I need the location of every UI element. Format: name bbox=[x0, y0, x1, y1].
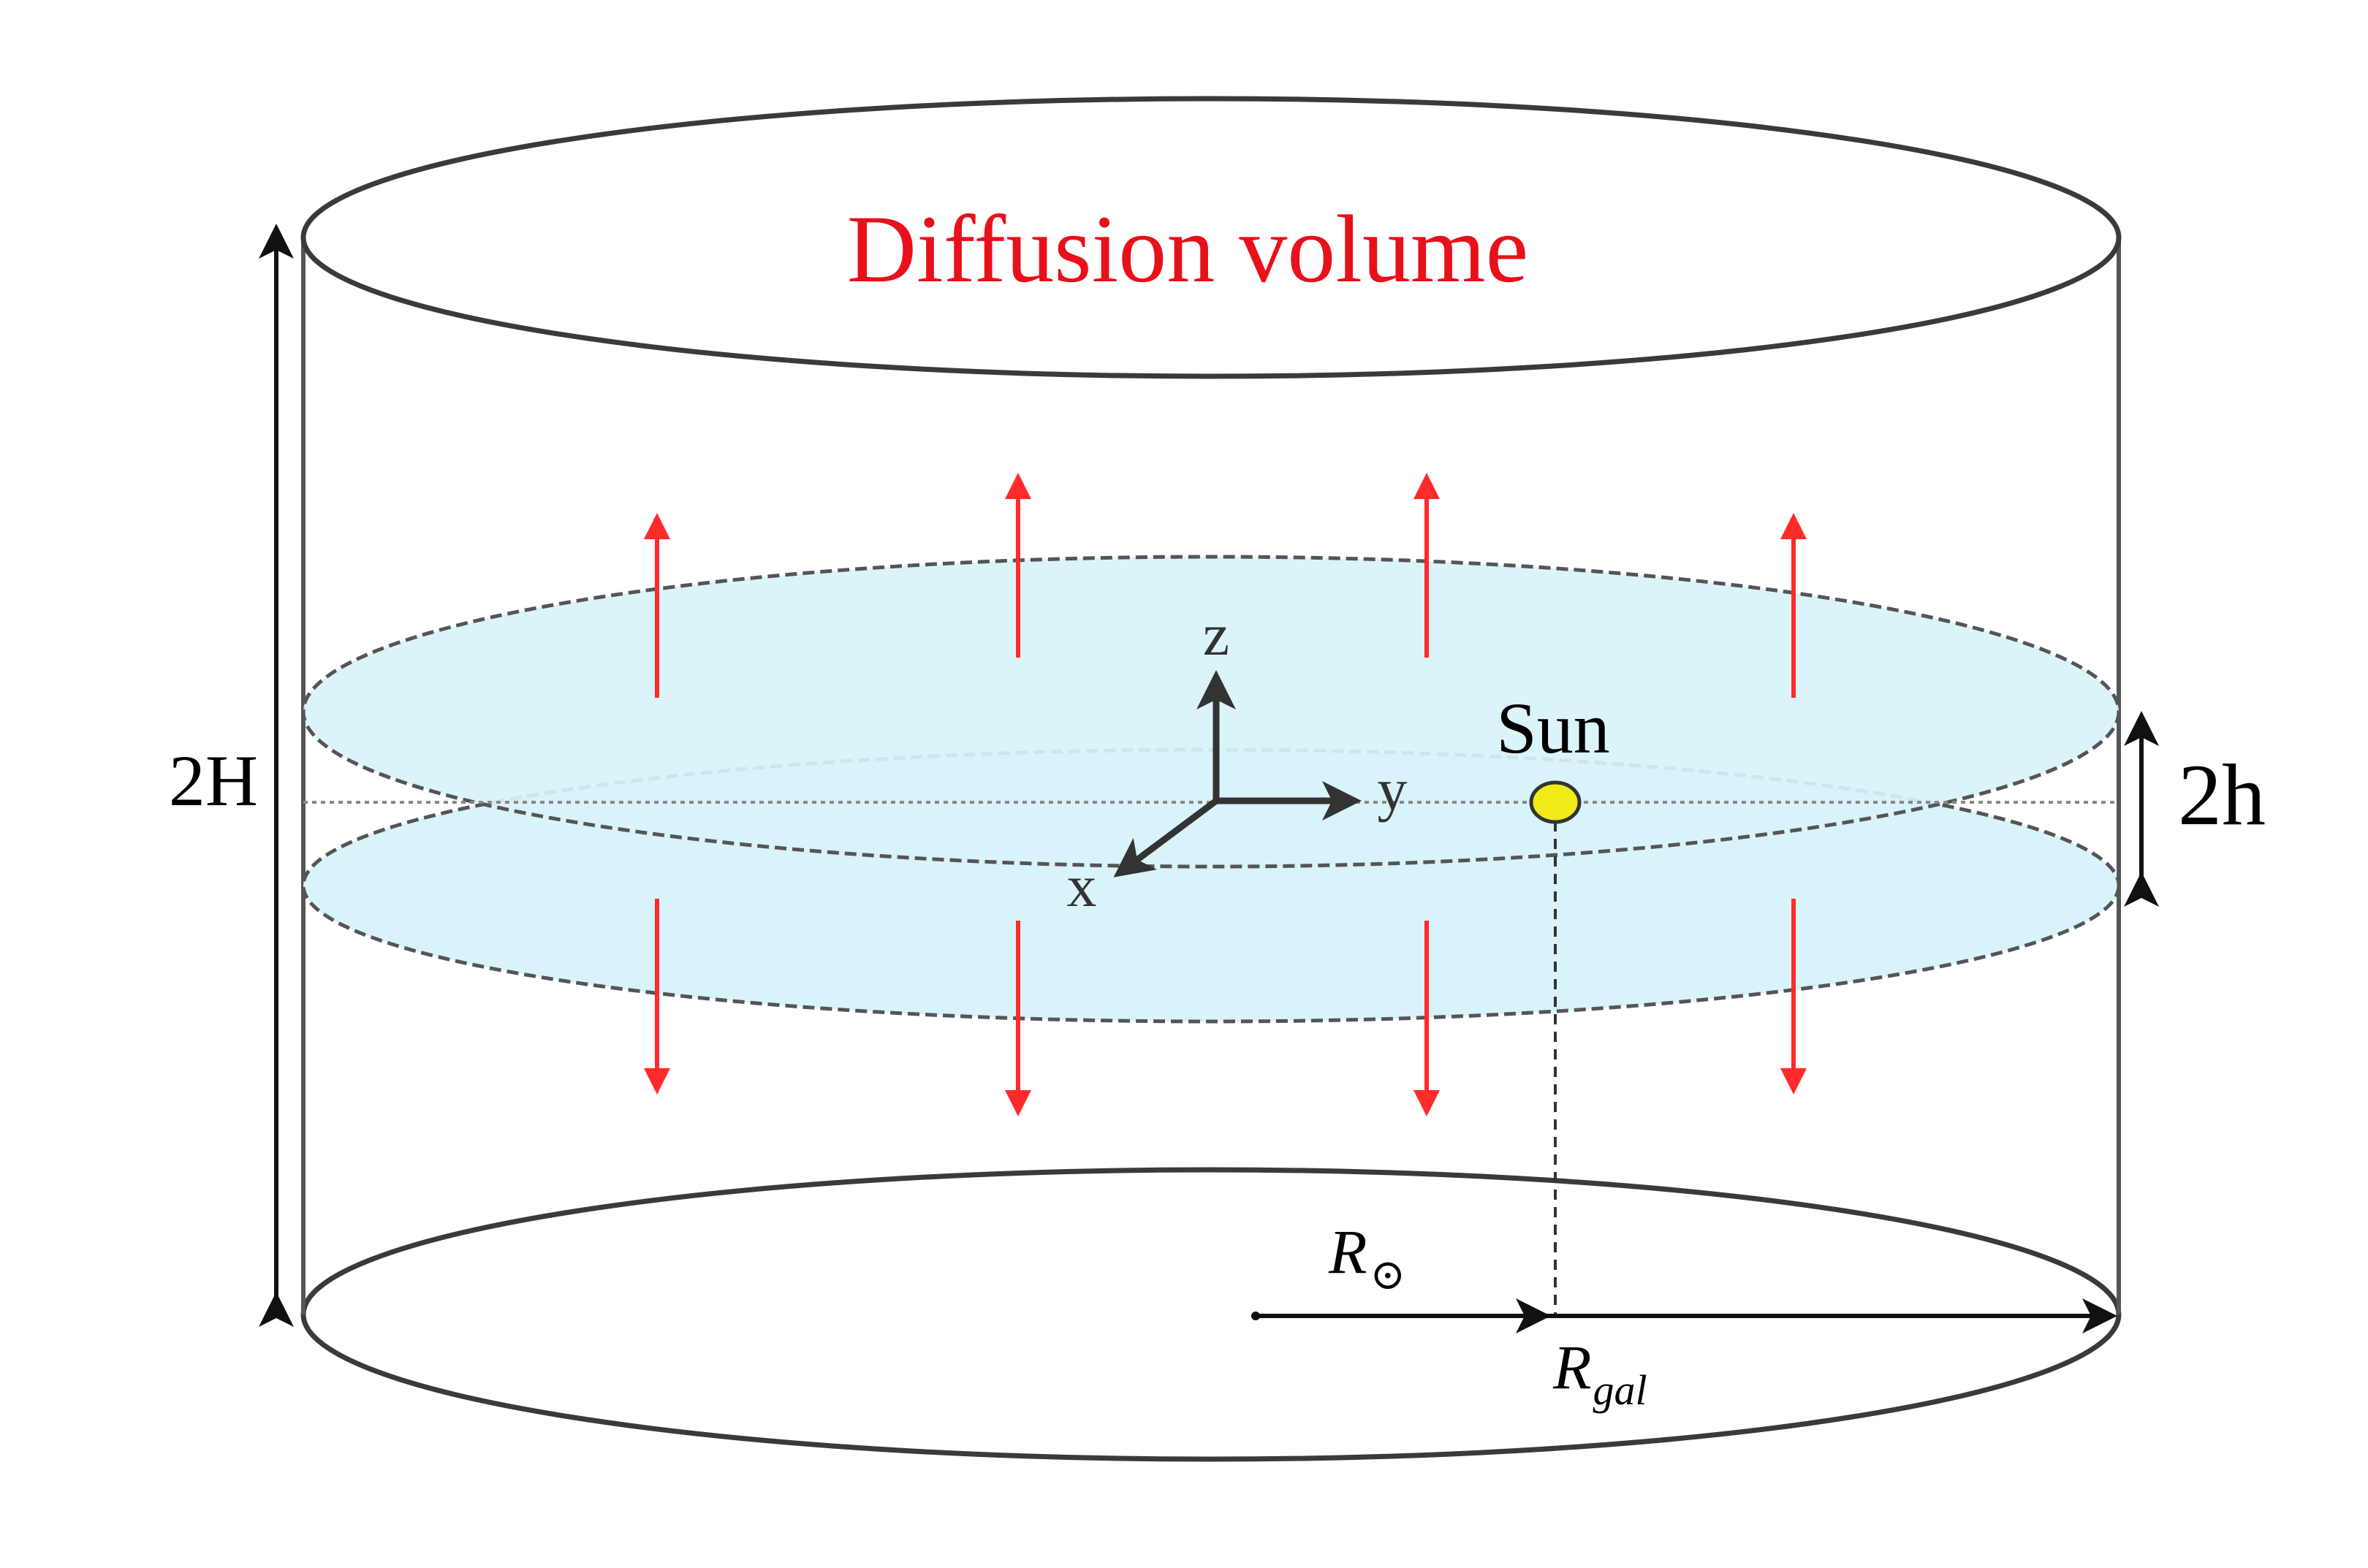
red-arrows-up bbox=[644, 473, 1807, 698]
r-sun-subscript: ⊙ bbox=[1370, 1251, 1406, 1298]
diagram-title: Diffusion volume bbox=[847, 195, 1529, 302]
cylinder-top bbox=[300, 96, 2122, 379]
sun-label: Sun bbox=[1496, 688, 1610, 769]
r-gal-symbol: R bbox=[1552, 1332, 1592, 1402]
axis-z-label: z bbox=[1203, 601, 1229, 668]
r-gal-subscript: gal bbox=[1593, 1366, 1647, 1414]
height-2H-label: 2H bbox=[169, 740, 258, 821]
axis-y-label: y bbox=[1378, 756, 1408, 823]
r-sun-symbol: R bbox=[1328, 1217, 1367, 1287]
galactic-disk bbox=[301, 555, 2121, 1024]
galactic-center-dot bbox=[1251, 1312, 1260, 1320]
coordinate-axes bbox=[1113, 670, 1362, 878]
axis-x-line bbox=[1113, 797, 1220, 878]
axis-x-label: x bbox=[1067, 853, 1097, 919]
r-sun-label: R⊙ bbox=[1328, 1217, 1405, 1298]
red-arrows-down bbox=[644, 899, 1807, 1116]
height-2h-label: 2h bbox=[2178, 746, 2266, 843]
r-gal-label: Rgal bbox=[1552, 1332, 1647, 1414]
disk-upper-surface bbox=[301, 555, 2121, 869]
sun-marker bbox=[1529, 780, 1582, 824]
